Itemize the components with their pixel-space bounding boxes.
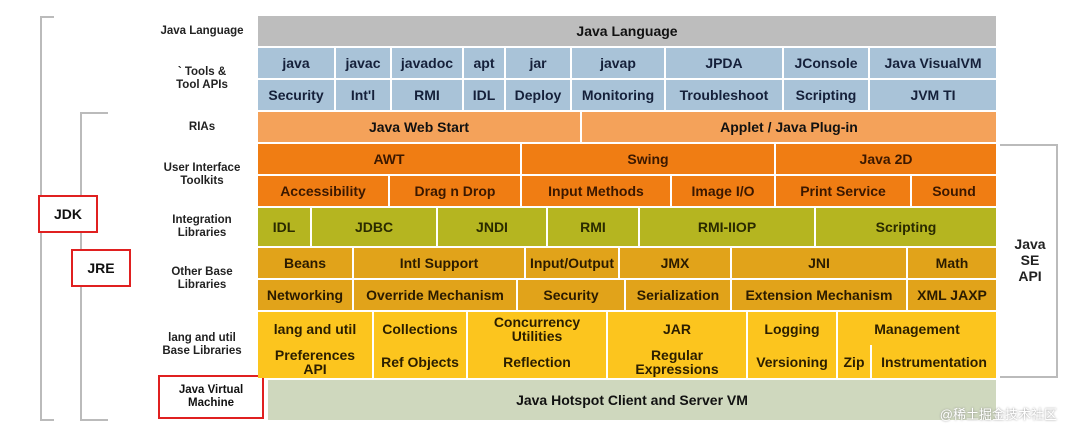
cell-input-output: Input/Output [526,248,620,278]
cell-tool-rmi: RMI [392,80,464,110]
cell-logging: Logging [748,312,838,345]
cell-tool-intl: Int'l [336,80,392,110]
java-se-api-label: Java SE API [1004,236,1056,284]
cell-override-mechanism: Override Mechanism [354,280,518,310]
label-integration: Integration Libraries [148,208,256,246]
cell-tool-visualvm: Java VisualVM [870,48,996,78]
cell-serialization: Serialization [626,280,732,310]
cell-regular-expressions: Regular Expressions [608,345,748,378]
label-ui-line2: Toolkits [180,175,224,187]
cell-collections: Collections [374,312,468,345]
cell-jar: JAR [608,312,748,345]
label-integration-line1: Integration [172,214,232,226]
cell-int-jndi: JNDI [438,208,548,246]
cell-tool-jconsole: JConsole [784,48,870,78]
cell-tool-troubleshoot: Troubleshoot [666,80,784,110]
label-jvm: Java Virtual Machine [158,375,264,419]
cell-versioning: Versioning [748,345,838,378]
java-se-api-bracket [1000,144,1058,378]
cell-java-language: Java Language [258,16,996,46]
cell-java2d: Java 2D [776,144,996,174]
cell-tool-monitoring: Monitoring [572,80,666,110]
label-jvm-line1: Java Virtual [178,384,244,396]
cell-int-idl: IDL [258,208,312,246]
cell-swing: Swing [522,144,776,174]
cell-extension-mechanism: Extension Mechanism [732,280,908,310]
cell-jni: JNI [732,248,908,278]
cell-management: Management [838,312,996,345]
cell-int-scripting: Scripting [816,208,996,246]
cell-drag-n-drop: Drag n Drop [390,176,522,206]
cell-beans: Beans [258,248,354,278]
cell-tool-javap: javap [572,48,666,78]
cell-networking: Networking [258,280,354,310]
label-lang-line2: Base Libraries [162,345,242,357]
cell-tool-java: java [258,48,336,78]
cell-hotspot-vm: Java Hotspot Client and Server VM [268,380,996,420]
cell-tool-scripting: Scripting [784,80,870,110]
cell-int-rmi: RMI [548,208,640,246]
label-tools-line1: ` Tools & [177,66,227,78]
cell-applet-plugin: Applet / Java Plug-in [582,112,996,142]
api-line-2: SE [1020,252,1040,268]
cell-tool-idl: IDL [464,80,506,110]
cell-java-web-start: Java Web Start [258,112,582,142]
label-other-line2: Libraries [177,279,227,291]
cell-tool-javac: javac [336,48,392,78]
cell-lang-util: lang and util [258,312,374,345]
cell-instrumentation: Instrumentation [872,345,996,378]
cell-tool-javadoc: javadoc [392,48,464,78]
cell-math: Math [908,248,996,278]
label-tools: ` Tools & Tool APIs [148,48,256,110]
label-jvm-line2: Machine [187,397,234,409]
label-lang-line1: lang and util [168,332,236,344]
cell-int-rmi-iiop: RMI-IIOP [640,208,816,246]
api-line-1: Java [1014,236,1046,252]
cell-intl-support: Intl Support [354,248,526,278]
cell-accessibility: Accessibility [258,176,390,206]
label-tools-line2: Tool APIs [176,79,228,91]
api-line-3: API [1018,268,1042,284]
cell-input-methods: Input Methods [522,176,672,206]
cell-concurrency: Concurrency Utilities [468,312,608,345]
cell-preferences-api: Preferences API [258,345,374,378]
cell-reflection: Reflection [468,345,608,378]
cell-tool-jpda: JPDA [666,48,784,78]
cell-jmx: JMX [620,248,732,278]
cell-tool-security: Security [258,80,336,110]
cell-tool-jar: jar [506,48,572,78]
label-ui-toolkits: User Interface Toolkits [148,144,256,206]
label-java-language: Java Language [160,24,244,37]
jre-label: JRE [71,249,131,287]
cell-awt: AWT [258,144,522,174]
cell-int-jdbc: JDBC [312,208,438,246]
cell-sound: Sound [912,176,996,206]
cell-tool-jvmti: JVM TI [870,80,996,110]
label-rias: RIAs [188,120,216,133]
label-other-line1: Other Base [171,266,233,278]
jdk-label: JDK [38,195,98,233]
label-ui-line1: User Interface [163,162,241,174]
cell-ref-objects: Ref Objects [374,345,468,378]
cell-tool-apt: apt [464,48,506,78]
cell-zip: Zip [838,345,872,378]
cell-print-service: Print Service [776,176,912,206]
cell-tool-deploy: Deploy [506,80,572,110]
label-integration-line2: Libraries [177,227,227,239]
watermark-text: @稀土掘金技术社区 [939,407,1057,422]
cell-xml-jaxp: XML JAXP [908,280,996,310]
label-other-base: Other Base Libraries [148,248,256,310]
cell-image-io: Image I/O [672,176,776,206]
cell-security: Security [518,280,626,310]
label-lang-util: lang and util Base Libraries [148,312,256,378]
